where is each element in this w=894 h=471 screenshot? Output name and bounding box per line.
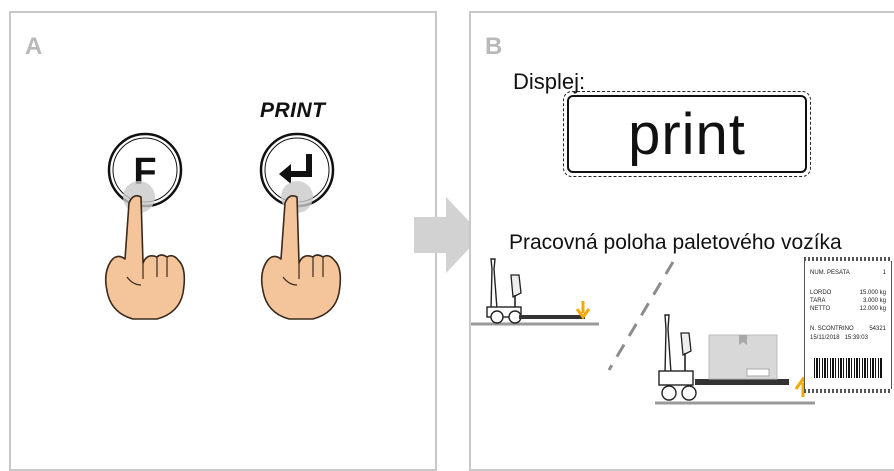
display-text: print (628, 102, 746, 167)
receipt-lordo-label: LORDO (810, 290, 832, 296)
enter-arrow-icon (279, 154, 312, 184)
right-arrow-icon (414, 197, 482, 273)
receipt-lordo-value: 15.000 kg (859, 290, 886, 296)
work-position-caption: Pracovná poloha paletového vozíka (509, 231, 842, 254)
receipt-scontrino-label: N. SCONTRINO (810, 326, 854, 332)
display-screen: print (563, 91, 811, 177)
receipt-num-pesata-label: NUM. PESATA (810, 270, 850, 276)
finger-hand-icon (104, 181, 186, 320)
display-caption: Displej: (513, 69, 586, 94)
print-key-label: PRINT (260, 99, 326, 122)
panel-a-label: A (25, 33, 43, 60)
receipt-time: 15:39:03 (844, 335, 868, 341)
receipt-netto-value: 12.000 kg (859, 306, 886, 312)
barcode-icon (814, 358, 882, 378)
receipt-num-pesata-value: 1 (882, 270, 886, 276)
pallet-truck-lowered-icon (471, 258, 599, 326)
panel-b: B Displej: print Pracovná poloha paletov… (469, 11, 894, 471)
receipt-tara-value: 3.000 kg (862, 298, 886, 304)
receipt-scontrino-value: 54321 (869, 326, 886, 332)
receipt-netto-label: NETTO (810, 306, 831, 312)
separator-line (607, 261, 675, 371)
print-receipt: NUM. PESATA 1 LORDO 15.000 kg TARA 3.000 kg… (804, 257, 892, 393)
down-arrow-icon (575, 301, 591, 320)
pallet-truck-raised-icon (655, 314, 815, 405)
panel-a: A PRINT F (9, 11, 437, 471)
panel-b-label: B (485, 33, 503, 60)
finger-hand-icon (260, 181, 342, 320)
receipt-date: 15/11/2018 (810, 335, 840, 341)
receipt-tara-label: TARA (810, 298, 826, 304)
